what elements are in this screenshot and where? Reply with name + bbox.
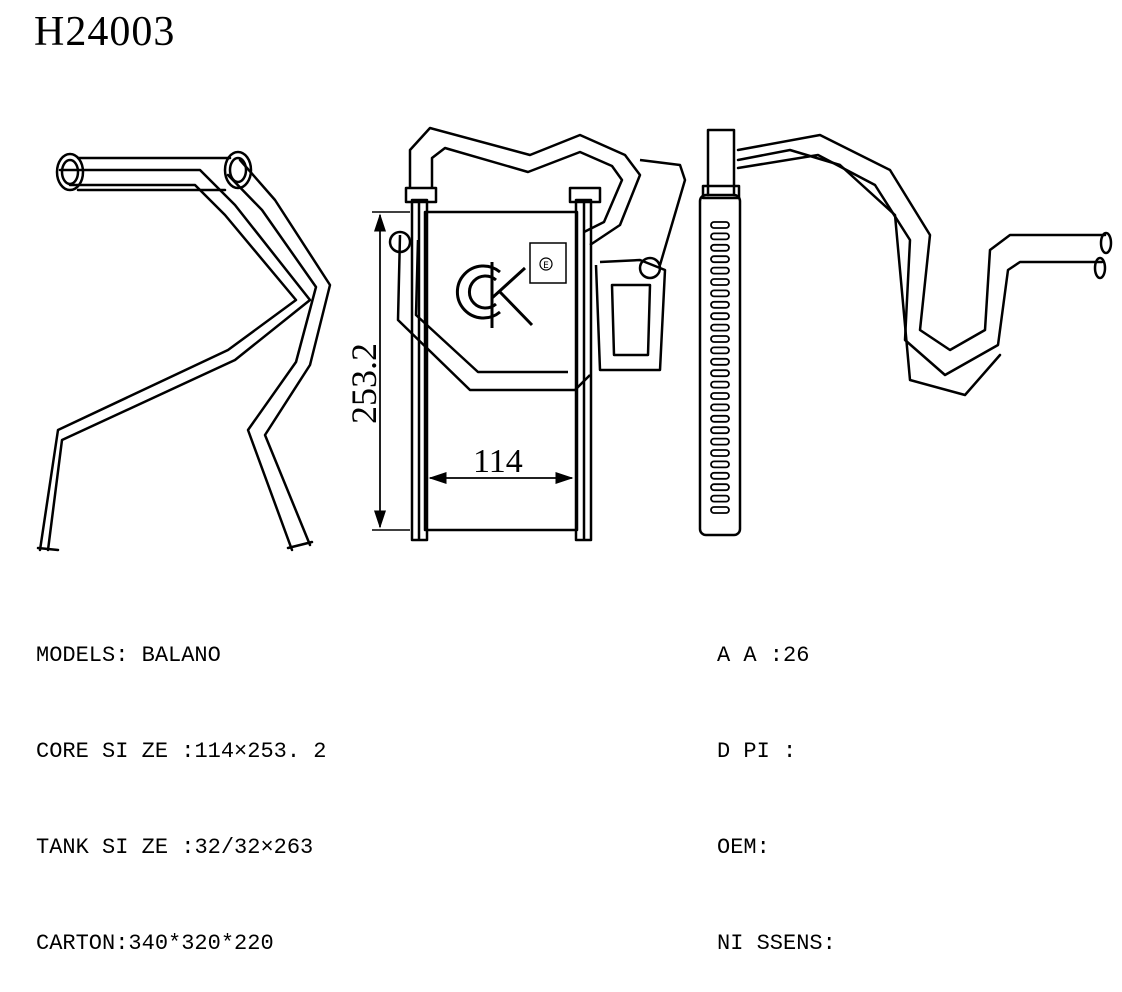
- fin-slot: [710, 380, 730, 389]
- fin-slot: [710, 437, 730, 446]
- spec-list-right: A A :26 D PI : OEM: NI SSENS:: [717, 576, 836, 992]
- logo-c: [455, 264, 501, 320]
- right-pipe: [639, 158, 687, 266]
- fin-slot: [710, 483, 730, 492]
- registered-mark: E: [543, 261, 549, 271]
- fin-slot: [710, 346, 730, 355]
- side-tank: [698, 193, 742, 537]
- fitting-left: [55, 152, 85, 192]
- fin-slot: [710, 494, 730, 503]
- side-pipe-outer: [736, 133, 1107, 352]
- loop-pipe-inner: [414, 239, 568, 374]
- pipe-end-b: [286, 540, 314, 550]
- product-code: H24003: [34, 9, 176, 55]
- side-neck: [706, 128, 736, 197]
- spec-list-left: MODELS: BALANO CORE SI ZE :114×253. 2 TA…: [36, 576, 326, 992]
- spec-oem: OEM:: [717, 835, 770, 860]
- fin-slot: [710, 278, 730, 286]
- pipe-inner-a: [38, 183, 298, 552]
- fin-slot: [710, 369, 730, 378]
- ck-logo: E: [455, 242, 567, 328]
- spec-carton: CARTON:340*320*220: [36, 931, 274, 956]
- pipe-end-top: [1099, 231, 1113, 255]
- fin-slot: [710, 232, 730, 241]
- height-label: 253.2: [344, 343, 384, 424]
- cap-right: [638, 256, 662, 280]
- pipe-end-bottom: [1093, 256, 1107, 280]
- fin-slot: [710, 426, 730, 435]
- spec-aa: A A :26: [717, 643, 810, 668]
- pipe-inner-b: [226, 173, 318, 552]
- pipe-outer-b: [238, 158, 332, 547]
- top-pipe-inner: [430, 146, 624, 234]
- fin-slot: [710, 403, 730, 412]
- fin-slot: [710, 335, 730, 343]
- pipe-outer-a: [46, 168, 312, 552]
- fin-slot: [710, 243, 730, 252]
- cap-left: [388, 230, 412, 254]
- core-front-view: [388, 126, 687, 542]
- fin-slot: [710, 300, 730, 309]
- side-pipe-inner: [736, 153, 1104, 377]
- logo-k: [490, 262, 534, 328]
- core-side-view: [698, 128, 1113, 537]
- fin-slot: [710, 414, 730, 423]
- height-dimension: [372, 211, 410, 531]
- fin-slot: [710, 266, 730, 275]
- logo-box: [529, 242, 567, 284]
- fin-slot: [710, 255, 730, 264]
- top-pipe-outer: [408, 126, 642, 247]
- spec-nissens: NI SSENS:: [717, 931, 836, 956]
- heater-core-drawing: E 253.2 114: [36, 126, 1113, 552]
- side-pipe: [594, 258, 667, 372]
- fin-slots: [710, 221, 730, 514]
- fin-slot: [710, 506, 730, 514]
- width-label: 114: [473, 443, 523, 480]
- pipe-end-a: [36, 546, 60, 552]
- fin-slot: [710, 323, 730, 332]
- registered-icon: [539, 257, 553, 271]
- fin-slot: [710, 471, 730, 480]
- fin-slot: [710, 221, 730, 229]
- fin-slot: [710, 312, 730, 321]
- fitting-right: [223, 150, 253, 190]
- fin-slot: [710, 357, 730, 366]
- fin-slot: [710, 460, 730, 469]
- fin-slot: [710, 449, 730, 457]
- fin-slot: [710, 392, 730, 400]
- nipple-left: [404, 186, 438, 204]
- spec-core-size: CORE SI ZE :114×253. 2: [36, 739, 327, 764]
- spec-tank-size: TANK SI ZE :32/32×263: [36, 835, 314, 860]
- spec-dpi: D PI :: [717, 739, 797, 764]
- left-pipe-view: [36, 150, 332, 552]
- nipple-right: [568, 186, 602, 204]
- spec-models: MODELS: BALANO: [36, 643, 221, 668]
- loop-pipe-outer: [396, 234, 591, 392]
- fin-slot: [710, 289, 730, 298]
